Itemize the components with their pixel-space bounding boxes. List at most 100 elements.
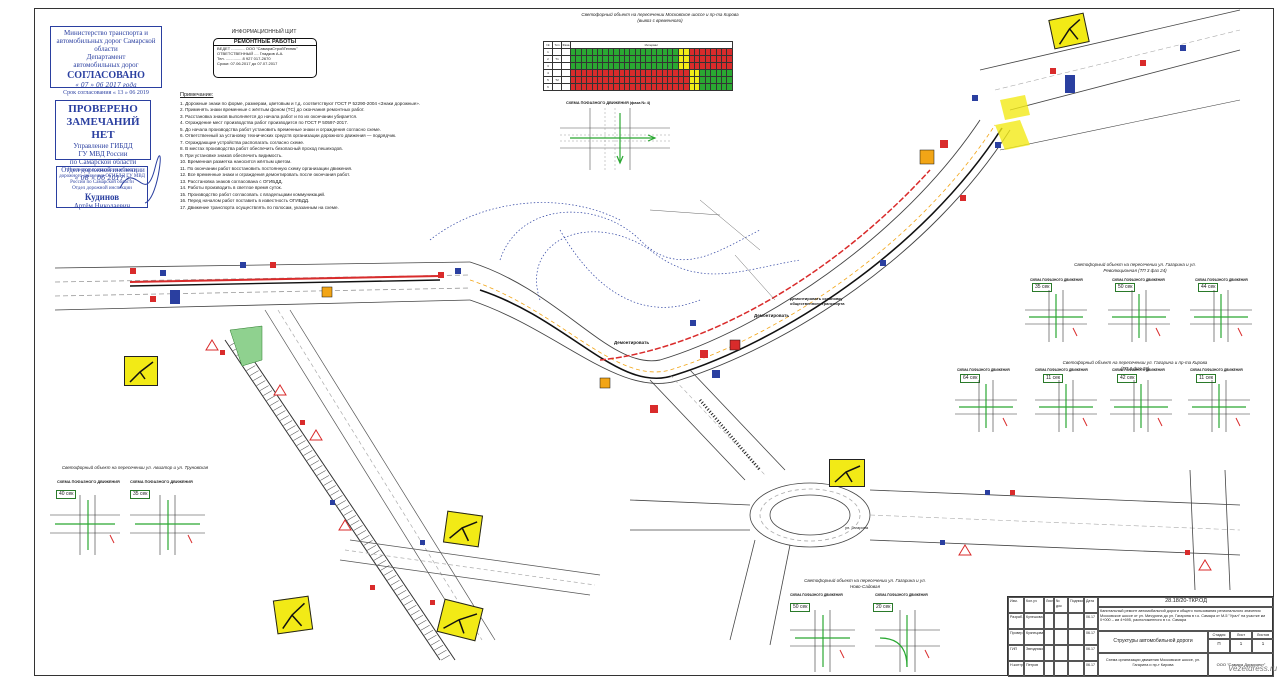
- inspector-name: Кудинов: [84, 192, 120, 202]
- road-label-gagarina: ул. Гагарина: [845, 525, 869, 530]
- tb-row-cell: 06.17: [1084, 661, 1098, 677]
- approval-approved: СОГЛАСОВАНО: [67, 70, 145, 81]
- tb-row-cell: Кузнецова: [1024, 629, 1044, 645]
- info-board-row-3: Тел. .............. 8 927 017-2670: [217, 56, 271, 61]
- tb-row-cell: Провер.: [1008, 629, 1024, 645]
- top-phase-caption: Светофорный объект на пересечении Москов…: [581, 12, 739, 23]
- note-item: 13. Расстановка знаков согласована с ОГИ…: [180, 178, 283, 184]
- tb-sheet: 1: [1230, 639, 1252, 653]
- tb-sheets-head: Листов: [1252, 631, 1274, 639]
- demount-label-1: Демонтировать: [614, 340, 650, 345]
- gibdd-stamp: ПРОВЕРЕНО ЗАМЕЧАНИЙ НЕТ Управление ГИБДД…: [55, 100, 151, 182]
- tb-row-cell: Кулешова: [1024, 613, 1044, 629]
- right-time-2: 50 сек: [1115, 283, 1136, 292]
- detour-icon: [443, 613, 478, 634]
- signature-mark: [119, 155, 161, 204]
- info-board-header: РЕМОНТНЫЕ РАБОТЫ: [214, 39, 316, 46]
- detour-icon: [1058, 18, 1081, 45]
- inspector-name2: Артём Николаевич: [73, 202, 131, 210]
- note-item: 17. Движение транспорта осуществлять по …: [180, 204, 339, 210]
- note-item: 8. В местах производства работ обеспечит…: [180, 146, 343, 151]
- bottom-scheme-label-1: СХЕМА ПОФАЗНОГО ДВИЖЕНИЯ: [790, 593, 843, 597]
- right-scheme-label-6: СХЕМА ПОФАЗНОГО ДВИЖЕНИЯ: [1112, 368, 1165, 372]
- note-item: 16. Перед началом работ поставить в изве…: [180, 198, 310, 203]
- notes-block: Примечание: 1. Дорожные знаки по форме, …: [180, 92, 448, 211]
- note-item: 3. Расстановка знаков выполняется до нач…: [180, 113, 358, 119]
- tb-row-cell: Разраб.: [1008, 613, 1024, 629]
- left-road: [54, 261, 471, 311]
- tb-row-cell: 06.17: [1084, 645, 1098, 661]
- traffic-markers: [130, 45, 1190, 605]
- info-board: РЕМОНТНЫЕ РАБОТЫ ВЕДЕТ ............ ООО …: [213, 38, 317, 78]
- tb-row-cell: № док: [1054, 597, 1068, 613]
- tb-row-cell: Петров: [1024, 661, 1044, 677]
- info-board-row-4: Сроки: 07.06.2017 до 07.07.2017: [217, 61, 278, 66]
- right-scheme-label-4: СХЕМА ПОФАЗНОГО ДВИЖЕНИЯ: [957, 368, 1010, 372]
- tb-row-cell: [1054, 661, 1068, 677]
- main-diagonal-road: [469, 119, 1011, 384]
- right-scheme-label-7: СХЕМА ПОФАЗНОГО ДВИЖЕНИЯ: [1190, 368, 1243, 372]
- note-item: 5. До начала производства работ установи…: [180, 126, 381, 132]
- top-right-road: [979, 9, 1241, 151]
- right-scheme-label-3: СХЕМА ПОФАЗНОГО ДВИЖЕНИЯ: [1195, 278, 1248, 282]
- note-item: 4. Ограждение мест производства работ пр…: [180, 120, 349, 125]
- tb-row-cell: [1044, 661, 1054, 677]
- inspector-stamp: Инспектор по надзору в области дорожного…: [56, 166, 148, 210]
- gibdd-line-4: Отдел дорожной инспекции: [61, 166, 145, 174]
- right-time-6: 42 сек: [1117, 374, 1138, 383]
- railway: [224, 337, 456, 663]
- tb-row-cell: Н.контр.: [1008, 661, 1024, 677]
- approval-line-3: Департамент: [86, 53, 126, 61]
- approval-line-1: Министерство транспорта и: [64, 29, 148, 37]
- bottom-scheme-label-2: СХЕМА ПОФАЗНОГО ДВИЖЕНИЯ: [875, 593, 928, 597]
- temp-sign-topright: [1048, 12, 1090, 50]
- note-item: 14. Работы производить в светлое время с…: [180, 185, 282, 190]
- tb-row-cell: 06.17: [1084, 629, 1098, 645]
- tb-row-cell: [1044, 613, 1054, 629]
- gibdd-line-3: по Самарской области: [69, 158, 137, 166]
- inspector-line-1: Инспектор по надзору в области: [67, 168, 137, 173]
- tb-row-cell: [1068, 629, 1084, 645]
- approval-line-4: автомобильных дорог: [73, 61, 139, 69]
- tb-firm: ООО "Самара Дорпроект": [1208, 653, 1274, 677]
- gibdd-line-2: ГУ МВД России: [78, 150, 128, 158]
- left-time-2: 35 сек: [130, 490, 151, 499]
- drawing-frame: [34, 8, 1274, 676]
- temp-sign-left: [124, 356, 158, 386]
- gibdd-line-1: Управление ГИБДД: [73, 142, 133, 150]
- tb-row-cell: [1068, 645, 1084, 661]
- approval-date: « 07 » 06 2017 года: [75, 82, 137, 89]
- right-mid-caption-2: Светофорный объект на пересечении ул. Га…: [1062, 360, 1208, 371]
- bottom-phase-schemes: [790, 610, 940, 672]
- detour-icon: [282, 602, 305, 629]
- note-item: 11. По окончании работ восстановить пост…: [180, 165, 353, 171]
- tb-row-cell: Звездников: [1024, 645, 1044, 661]
- tb-row-cell: [1068, 613, 1084, 629]
- approval-line-2: автомобильных дорог Самарской области: [56, 37, 156, 53]
- detour-icon: [129, 361, 154, 383]
- detour-icon: [834, 465, 861, 483]
- gibdd-date: « 08 » 06 2017 г.: [74, 174, 132, 182]
- note-item: 15. Производство работ согласовать с вла…: [180, 191, 326, 197]
- right-time-4: 64 сек: [960, 374, 981, 383]
- tb-row-cell: Изм.: [1008, 597, 1024, 613]
- demount-label-2: Демонтировать: [754, 313, 790, 318]
- left-scheme-label-2: СХЕМА ПОФАЗНОГО ДВИЖЕНИЯ: [130, 480, 193, 484]
- inspector-line-2: дорожного движения ОГИБДД ГУ МВД: [59, 174, 145, 179]
- info-board-row-2: ОТВЕТСТВЕННЫЙ .... Гладков А.А.: [217, 51, 284, 56]
- right-scheme-label-1: СХЕМА ПОФАЗНОГО ДВИЖЕНИЯ: [1030, 278, 1083, 282]
- center-road: [649, 369, 786, 481]
- note-item: 9. При установке знаков обеспечить видим…: [180, 152, 283, 158]
- yellow-zone-2: [995, 120, 1030, 150]
- fence-left-inner: [129, 279, 441, 287]
- note-item: 6. Ответственный за установку технически…: [180, 133, 397, 138]
- left-scheme-label-1: СХЕМА ПОФАЗНОГО ДВИЖЕНИЯ: [57, 480, 120, 484]
- tb-sheet-head: Лист: [1230, 631, 1252, 639]
- tb-row-cell: 06.17: [1084, 613, 1098, 629]
- right-scheme-label-2: СХЕМА ПОФАЗНОГО ДВИЖЕНИЯ: [1112, 278, 1165, 282]
- note-item: 10. Временная разметка наносится жёлтым …: [180, 159, 292, 164]
- temp-sign-lower-1: [442, 510, 484, 548]
- notes-title: Примечание:: [180, 92, 214, 98]
- right-time-7: 11 сек: [1196, 374, 1217, 383]
- temp-sign-lower-2: [272, 595, 314, 635]
